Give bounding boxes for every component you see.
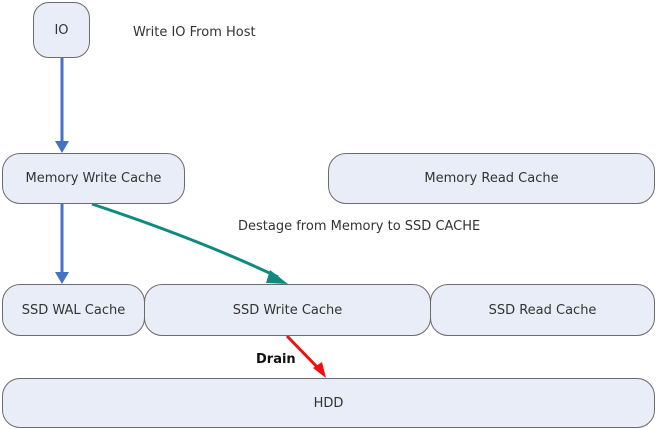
io-node-label: IO	[54, 22, 69, 38]
write-io-label: Write IO From Host	[133, 25, 256, 40]
ssd-wal-cache-label: SSD WAL Cache	[21, 302, 126, 318]
memory-read-cache-label: Memory Read Cache	[424, 171, 559, 186]
arrow-drain	[285, 334, 326, 378]
hdd-label: HDD	[313, 395, 344, 411]
memory-read-cache-node: Memory Read Cache	[328, 153, 655, 204]
io-node: IO	[33, 2, 90, 58]
hdd-node: HDD	[2, 378, 655, 428]
ssd-read-cache-node: SSD Read Cache	[430, 284, 655, 336]
arrow-destage	[91, 202, 288, 284]
arrow-memory-write-to-wal	[55, 203, 69, 284]
memory-write-cache-node: Memory Write Cache	[2, 153, 185, 204]
arrow-io-to-memory-write	[55, 58, 69, 153]
ssd-wal-cache-node: SSD WAL Cache	[2, 284, 145, 336]
destage-label: Destage from Memory to SSD CACHE	[238, 219, 481, 234]
drain-label: Drain	[256, 352, 296, 367]
ssd-write-cache-node: SSD Write Cache	[144, 284, 431, 336]
ssd-write-cache-label: SSD Write Cache	[232, 302, 343, 318]
memory-write-cache-label: Memory Write Cache	[25, 171, 162, 186]
ssd-read-cache-label: SSD Read Cache	[488, 302, 597, 318]
